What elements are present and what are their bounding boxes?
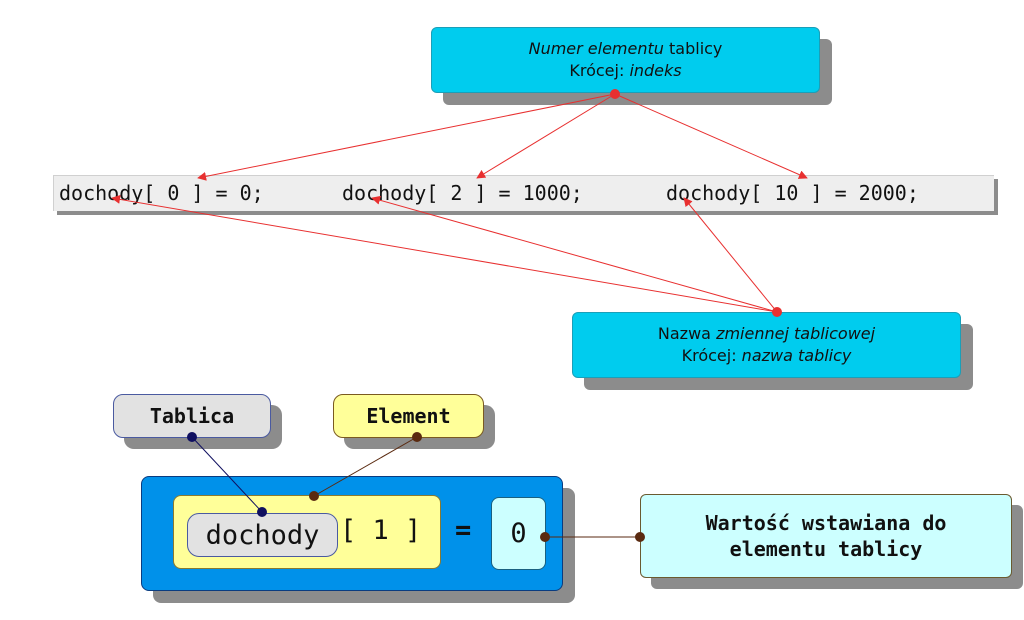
tablica-label: Tablica — [113, 394, 271, 438]
tablica-connector-start — [187, 432, 197, 442]
code-statement-1: dochody[ 0 ] = 0; — [59, 181, 264, 205]
element-label: Element — [333, 394, 484, 438]
value-label-line1: Wartość wstawiana do — [705, 511, 947, 535]
assigned-value: 0 — [491, 497, 546, 570]
element-connector-start — [412, 432, 422, 442]
top-callout-line1: Numer elementu tablicy — [528, 39, 723, 58]
arrow-to-name-2 — [371, 195, 778, 313]
top-callout: Numer elementu tablicy Krócej: indeks — [431, 27, 820, 93]
value-label-line2: elementu tablicy — [729, 537, 923, 561]
code-statement-2: dochody[ 2 ] = 1000; — [342, 181, 583, 205]
bottom-callout-line2: Krócej: nazwa tablicy — [681, 346, 852, 365]
code-statement-3: dochody[ 10 ] = 2000; — [666, 181, 919, 205]
arrow-to-index-0 — [197, 93, 616, 181]
arrow-to-index-2 — [476, 93, 616, 179]
tablica-connector — [191, 436, 263, 513]
bottom-callout: Nazwa zmiennej tablicowej Krócej: nazwa … — [572, 312, 961, 378]
element-connector — [313, 436, 418, 497]
bottom-callout-anchor — [772, 307, 782, 317]
value-connector-end — [635, 532, 645, 542]
equals-sign: = — [455, 515, 472, 546]
tablica-connector-end — [257, 507, 267, 517]
arrow-to-index-10 — [614, 93, 808, 179]
code-bar — [53, 175, 994, 211]
value-connector-start — [540, 532, 550, 542]
value-label: Wartość wstawiana do elementu tablicy — [640, 494, 1012, 578]
bottom-callout-line1: Nazwa zmiennej tablicowej — [657, 324, 876, 343]
top-callout-anchor — [610, 89, 620, 99]
arrow-to-name-1 — [111, 194, 778, 313]
element-connector-end — [309, 491, 319, 501]
array-index: [ 1 ] — [340, 515, 422, 546]
top-callout-line2: Krócej: indeks — [569, 61, 682, 80]
arrow-to-name-3 — [683, 197, 778, 313]
